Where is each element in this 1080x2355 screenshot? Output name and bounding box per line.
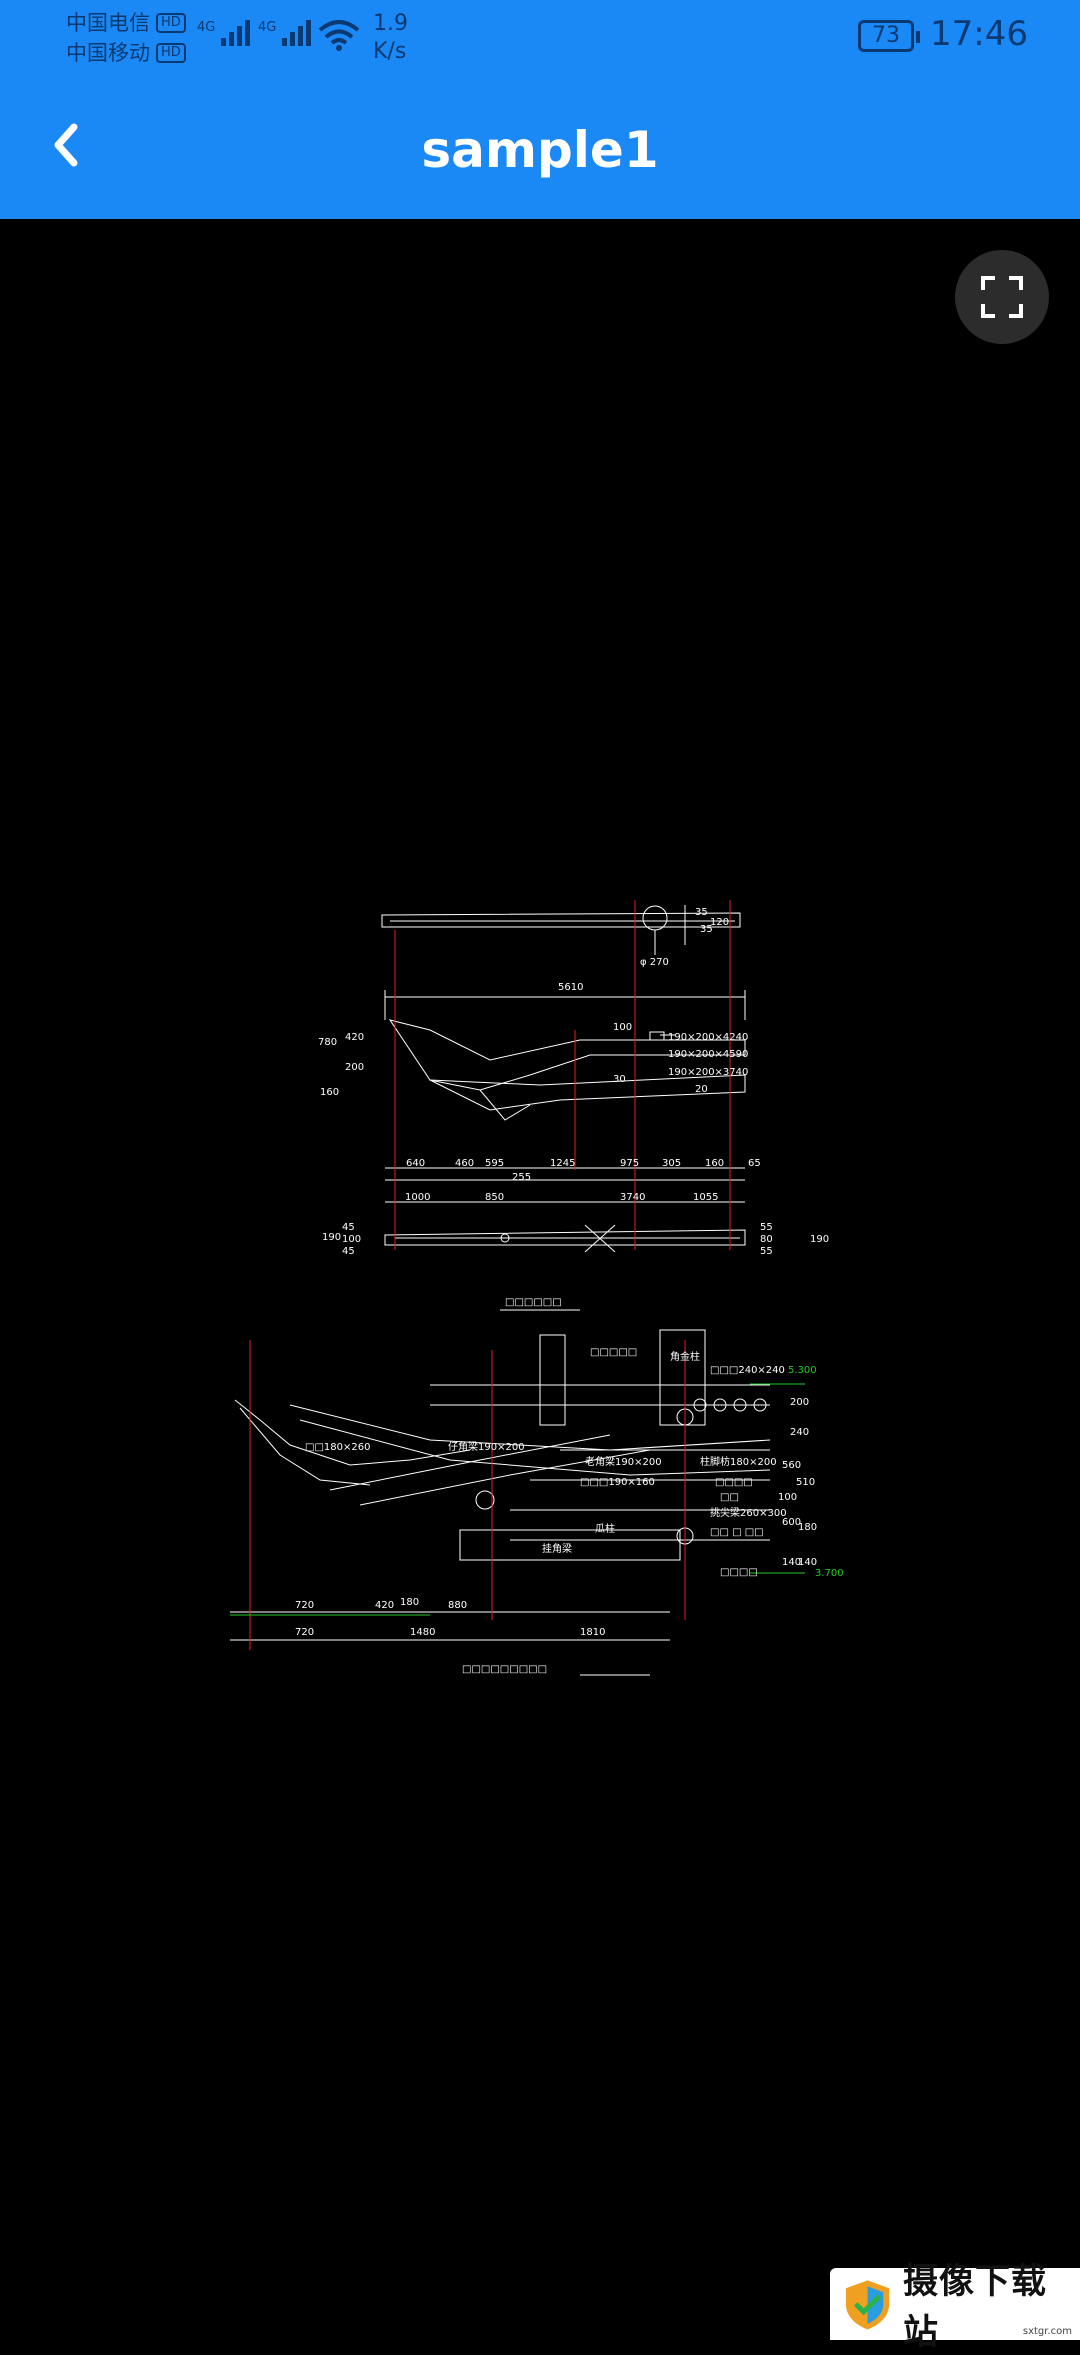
detail-label: □□ [720,1492,739,1503]
dim-label: 100 [613,1022,632,1033]
detail-label: □□□□□ [590,1347,637,1358]
dim-label: 200 [790,1397,809,1408]
dim-label: 720 [295,1600,314,1611]
dim-label: 1055 [693,1192,718,1203]
network-speed: 1.9 K/s [373,11,408,64]
detail-label: 瓜柱 [595,1522,615,1535]
wifi-icon [318,20,360,51]
dim-label: 190 [322,1232,341,1243]
dim-label: 1480 [410,1627,435,1638]
detail-label: □□□□ [715,1477,753,1488]
page-title: sample1 [421,121,659,179]
detail-label: □□□240×240 [710,1365,785,1376]
dim-label: 1245 [550,1158,575,1169]
dim-label: 5610 [558,982,583,993]
watermark-text: 摄像下载站 [903,2262,1048,2353]
elevation-label: 3.700 [815,1568,844,1579]
dim-label: 180 [400,1597,419,1608]
status-bar: 中国电信 HD 中国移动 HD 4G 4G 1.9 K/s 73 17:46 [0,0,1080,85]
shield-logo-icon [845,2280,890,2330]
dim-label: 55 [760,1222,773,1233]
dim-label: 200 [345,1062,364,1073]
carrier-1: 中国电信 [66,11,150,35]
detail-label: 柱脚枋180×200 [700,1455,777,1468]
dim-label: 560 [782,1460,801,1471]
dim-label: 45 [342,1246,355,1257]
dim-label: 780 [318,1037,337,1048]
dim-label: 160 [705,1158,724,1169]
fullscreen-icon [981,276,1023,318]
dim-label: 420 [375,1600,394,1611]
dim-label: 1000 [405,1192,430,1203]
detail-label: □□180×260 [305,1442,370,1453]
dim-label: 460 [455,1158,474,1169]
signal-icon: 4G [258,20,312,46]
hd-badge: HD [156,43,186,63]
dim-label: 140 [798,1557,817,1568]
dim-label: 180 [798,1522,817,1533]
chevron-left-icon [54,123,78,167]
dim-label: 255 [512,1172,531,1183]
document-viewer[interactable] [0,219,1080,2340]
drawing-labels: 35 35 120 φ 270 5610 190×200×4240 190×20… [295,907,844,1675]
dim-label: 510 [796,1477,815,1488]
detail-label: □□ □ □□ [710,1527,764,1538]
dim-label: 120 [710,917,729,928]
dim-label: 850 [485,1192,504,1203]
dim-label: 1810 [580,1627,605,1638]
dim-label: 880 [448,1600,467,1611]
dim-label: 55 [760,1246,773,1257]
signal-icon: 4G [197,20,251,46]
dim-label: 30 [613,1074,626,1085]
dim-label: 595 [485,1158,504,1169]
dim-label: 160 [320,1087,339,1098]
drawing-caption: □□□□□□□□□ [462,1664,547,1675]
dim-label: 65 [748,1158,761,1169]
dim-label: 45 [342,1222,355,1233]
dim-label: 100 [342,1234,361,1245]
dim-label: 240 [790,1427,809,1438]
cad-drawing[interactable]: 35 35 120 φ 270 5610 190×200×4240 190×20… [230,860,870,1700]
dim-label: 975 [620,1158,639,1169]
dim-label: 20 [695,1084,708,1095]
back-button[interactable] [40,115,100,175]
detail-label: 挑尖梁260×300 [710,1506,787,1519]
detail-label: 角金柱 [670,1350,700,1363]
dim-label: 3740 [620,1192,645,1203]
dim-label: φ 270 [640,957,669,968]
dim-label: 720 [295,1627,314,1638]
carrier-info: 中国电信 HD 中国移动 HD [66,8,186,68]
watermark: 摄像下载站 sxtgr.com [830,2262,1080,2353]
dim-label: 100 [778,1492,797,1503]
section-label: 190×200×4240 [668,1032,748,1043]
watermark-url: sxtgr.com [1022,2326,1072,2337]
section-label: 190×200×3740 [668,1067,748,1078]
dim-label: 35 [700,924,713,935]
detail-label: 老角梁190×200 [585,1455,662,1468]
dim-label: 305 [662,1158,681,1169]
dim-label: 140 [782,1557,801,1568]
section-label: 190×200×4590 [668,1049,748,1060]
hd-badge: HD [156,13,186,33]
detail-label: 挂角梁 [542,1542,572,1555]
dim-label: 420 [345,1032,364,1043]
detail-label: □□□□ [720,1567,758,1578]
detail-label: 仔角梁190×200 [448,1440,525,1453]
elevation-label: 5.300 [788,1365,817,1376]
dim-label: 190 [810,1234,829,1245]
clock: 17:46 [930,14,1028,54]
dim-label: 640 [406,1158,425,1169]
detail-label: □□□190×160 [580,1477,655,1488]
dim-label: 600 [782,1517,801,1528]
drawing-caption: □□□□□□ [505,1297,562,1308]
carrier-2: 中国移动 [66,41,150,65]
battery-icon: 73 [858,20,920,52]
app-bar: sample1 [0,85,1080,219]
fullscreen-button[interactable] [955,250,1049,344]
dim-label: 35 [695,907,708,918]
dim-label: 80 [760,1234,773,1245]
